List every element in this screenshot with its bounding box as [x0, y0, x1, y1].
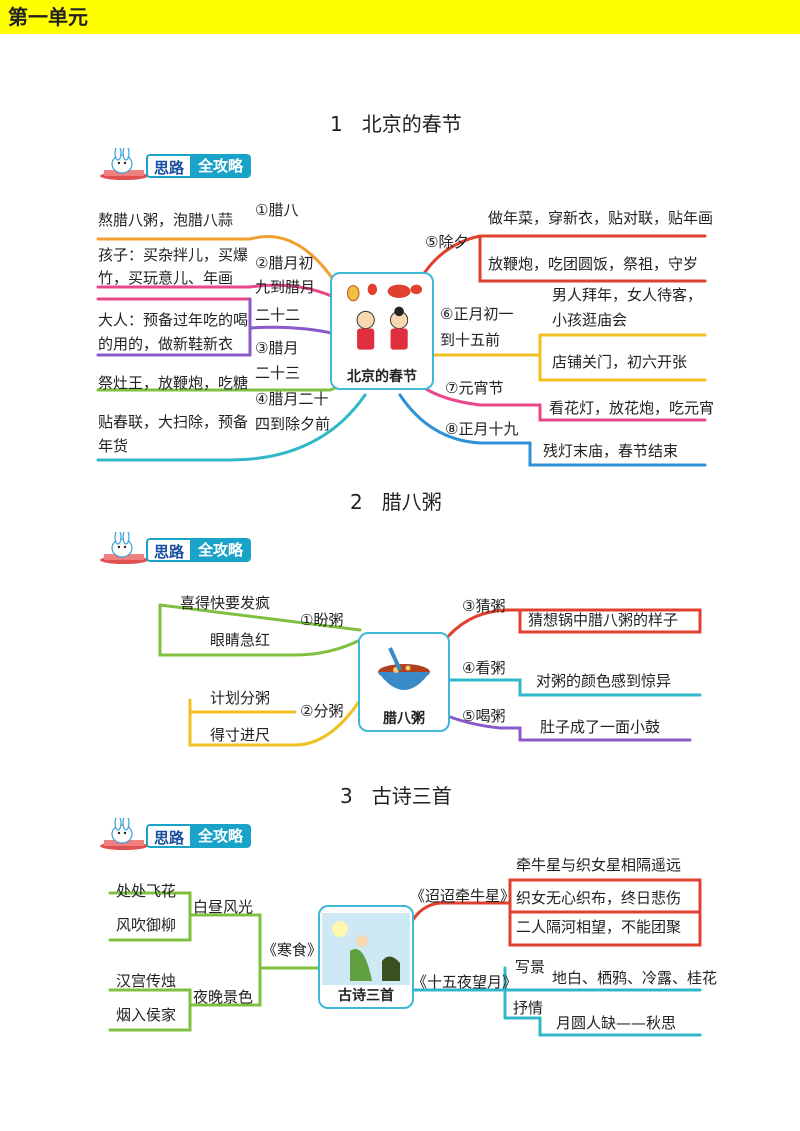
branch-label: ②腊月初 [255, 254, 314, 272]
leaf-text: 贴春联，大扫除，预备 [98, 413, 249, 431]
leaf-text: 大人：预备过年吃的喝 [98, 311, 249, 329]
branch-label: ⑥正月初一 [440, 305, 514, 323]
leaf-text: 放鞭炮，吃团圆饭，祭祖，守岁 [488, 255, 699, 273]
connector [408, 988, 507, 1020]
lesson1-title: 1 北京的春节 [330, 112, 462, 136]
branch-label: ①盼粥 [300, 611, 344, 629]
branch-label: 抒情 [513, 999, 544, 1017]
branch-label: ⑦元宵节 [445, 379, 504, 397]
branch-label: 四到除夕前 [255, 415, 331, 433]
unit-heading: 第一单元 [0, 0, 800, 34]
connector [398, 393, 707, 467]
branch-label: 到十五前 [440, 331, 501, 349]
branch-label: 夜晚景色 [193, 988, 254, 1006]
leaf-text: 织女无心织布，终日悲伤 [516, 889, 682, 907]
leaf-text: 祭灶王，放鞭炮，吃糖 [98, 374, 249, 392]
leaf-text: 对粥的颜色感到惊异 [536, 672, 672, 690]
strategy-badge: 思路全攻略 [98, 818, 268, 852]
leaf-text: 竹，买玩意儿、年画 [98, 269, 234, 287]
branch-label: ⑧正月十九 [445, 420, 519, 438]
branch-label: 二十二 [255, 306, 301, 324]
branch-label: 九到腊月 [255, 278, 316, 296]
branch-label: ④腊月二十 [255, 390, 329, 408]
leaf-text: 喜得快要发疯 [180, 594, 271, 612]
leaf-text: 男人拜年，女人待客， [552, 286, 703, 304]
lesson2-title: 2 腊八粥 [350, 490, 442, 514]
rabbit-reading-icon [100, 818, 148, 850]
badge-part2: 全攻略 [190, 824, 252, 848]
branch-label: 《寒食》 [262, 941, 323, 959]
branch-label: ①腊八 [255, 201, 299, 219]
leaf-text: 汉宫传烛 [116, 972, 177, 990]
lesson3-center-label: 古诗三首 [338, 988, 394, 1004]
branch-label: ⑤除夕 [425, 233, 469, 251]
connector [96, 235, 342, 292]
branch-label: ⑤喝粥 [462, 707, 506, 725]
lesson1-center-node: 北京的春节 [330, 272, 434, 390]
strategy-badge: 思路全攻略 [98, 148, 268, 182]
rabbit-reading-icon [100, 148, 148, 180]
connector [188, 913, 320, 970]
leaf-text: 牵牛星与织女星相隔遥远 [516, 856, 682, 874]
branch-label: 写景 [515, 958, 546, 976]
branch-label: ④看粥 [462, 659, 506, 677]
connector [96, 393, 367, 462]
leaf-text: 年货 [98, 437, 129, 455]
leaf-text: 眼睛急红 [210, 631, 271, 649]
connector [503, 966, 702, 992]
connector [158, 603, 362, 657]
lesson3-title: 3 古诗三首 [340, 784, 452, 808]
branch-label: ③猜粥 [462, 597, 506, 615]
leaf-text: 残灯末庙，春节结束 [543, 442, 679, 460]
badge-part2: 全攻略 [190, 154, 252, 178]
badge-part2: 全攻略 [190, 538, 252, 562]
connector [443, 678, 702, 697]
strategy-badge: 思路全攻略 [98, 532, 268, 566]
connector [188, 966, 262, 1007]
leaf-text: 计划分粥 [210, 689, 271, 707]
connector [158, 603, 362, 632]
leaf-text: 肚子成了一面小鼓 [540, 718, 661, 736]
badge-part1: 思路 [146, 154, 191, 178]
lesson2-center-label: 腊八粥 [383, 711, 425, 727]
branch-label: ③腊月 [255, 339, 299, 357]
leaf-text: 的用的，做新鞋新衣 [98, 335, 234, 353]
rabbit-reading-icon [100, 532, 148, 564]
branch-label: 《十五夜望月》 [412, 973, 518, 991]
leaf-text: 处处飞花 [116, 882, 177, 900]
connector [443, 608, 702, 642]
connector [443, 713, 692, 742]
leaf-text: 猜想锅中腊八粥的样子 [528, 611, 679, 629]
leaf-text: 月圆人缺——秋思 [556, 1014, 677, 1032]
badge-part1: 思路 [146, 538, 191, 562]
branch-label: 《迢迢牵牛星》 [410, 887, 516, 905]
porridge-bowl-icon [378, 647, 430, 690]
leaf-text: 风吹御柳 [116, 916, 177, 934]
badge-part1: 思路 [146, 824, 191, 848]
connector [538, 333, 707, 382]
leaf-text: 看花灯，放花炮，吃元宵 [549, 399, 715, 417]
leaf-text: 孩子：买杂拌儿，买爆 [98, 246, 249, 264]
connector [188, 698, 362, 747]
branch-label: ②分粥 [300, 702, 344, 720]
leaf-text: 地白、栖鸦、冷露、桂花 [552, 969, 718, 987]
poet-moon-illustration [322, 913, 410, 985]
branch-label: 白昼风光 [193, 898, 254, 916]
connector [508, 878, 702, 947]
branch-label: 二十三 [255, 364, 301, 382]
connector [503, 1016, 702, 1037]
leaf-text: 做年菜，穿新衣，贴对联，贴年画 [488, 209, 714, 227]
connector [108, 988, 192, 1032]
leaf-text: 小孩逛庙会 [552, 311, 628, 329]
leaf-text: 得寸进尺 [210, 726, 271, 744]
lesson1-center-label: 北京的春节 [347, 369, 417, 385]
children-lanterns-illustration [347, 283, 423, 350]
leaf-text: 二人隔河相望，不能团聚 [516, 918, 682, 936]
lesson3-center-node: 古诗三首 [318, 905, 414, 1009]
leaf-text: 烟入侯家 [116, 1006, 177, 1024]
leaf-text: 店铺关门，初六开张 [552, 353, 688, 371]
connector [478, 234, 707, 283]
leaf-text: 熬腊八粥，泡腊八蒜 [98, 211, 234, 229]
lesson2-center-node: 腊八粥 [358, 632, 450, 732]
